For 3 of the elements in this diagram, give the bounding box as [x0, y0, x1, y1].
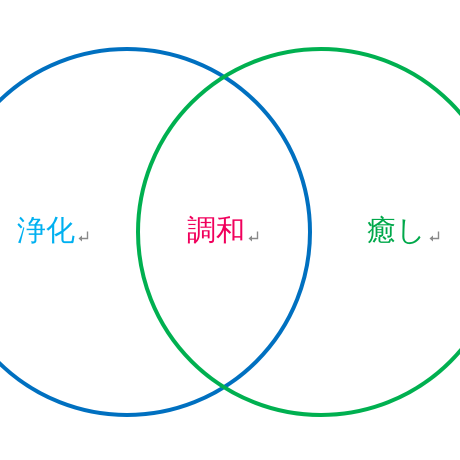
- venn-label: 癒し: [367, 217, 426, 246]
- venn-label: 浄化: [17, 217, 75, 246]
- venn-label: 調和: [187, 217, 245, 246]
